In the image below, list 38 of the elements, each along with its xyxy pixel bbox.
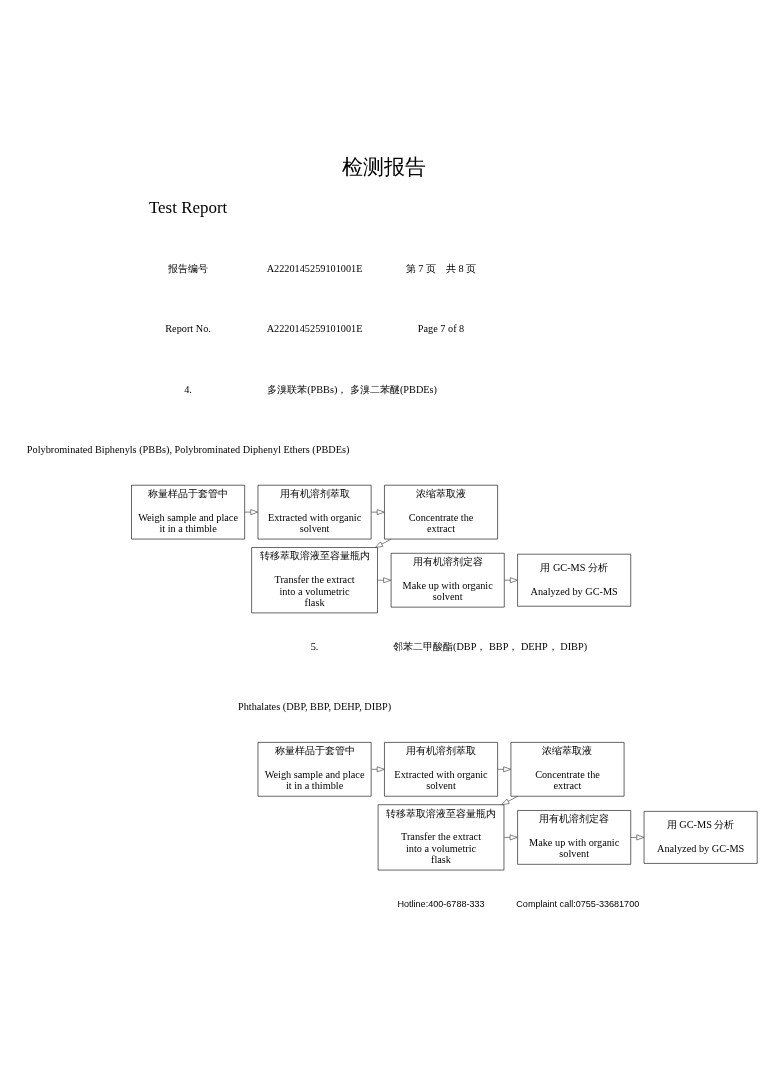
arrow: [630, 834, 645, 841]
label: Hotline:400-6788-333: [397, 898, 485, 909]
node-box: 转移萃取溶液至容量瓶内 Transfer the extract into a volumetric flask: [251, 547, 378, 614]
label: 4.: [184, 383, 192, 395]
label: 报告编号: [168, 262, 209, 274]
label: A2220145259101001E: [266, 323, 363, 335]
label: 多溴联苯(PBBs)， 多溴二苯醚(PBDEs): [267, 383, 438, 395]
node-box: 称量样品于套管中 Weigh sample and place it in a thimble: [257, 742, 372, 797]
node-box: 用 GC-MS 分析 Analyzed by GC-MS: [517, 553, 632, 607]
diagram-title: 检测报告: [342, 156, 426, 179]
node-box: 用 GC-MS 分析 Analyzed by GC-MS: [643, 811, 758, 864]
label: Complaint call:0755-33681700: [516, 898, 640, 909]
arrow: [497, 766, 512, 773]
node-box: 用有机溶剂萃取 Extracted with organic solvent: [384, 742, 498, 797]
label: Phthalates (DBP, BBP, DEHP, DIBP): [237, 701, 392, 713]
label: Report No.: [165, 323, 211, 335]
arrow: [371, 766, 385, 773]
label: 5.: [310, 640, 319, 652]
arrow: [503, 834, 518, 841]
node-box: 浓缩萃取液 Concentrate the extract: [510, 742, 625, 797]
label: 第 7 页 共 8 页: [405, 262, 477, 274]
arrow: [377, 577, 392, 584]
label: 邻苯二甲酸酯(DBP， BBP， DEHP， DIBP): [392, 640, 588, 652]
arrow: [244, 509, 259, 516]
node-box: 转移萃取溶液至容量瓶内 Transfer the extract into a volumetric flask: [377, 804, 505, 871]
label: Page 7 of 8: [417, 323, 465, 335]
label: A2220145259101001E: [266, 262, 363, 274]
label: Polybrominated Biphenyls (PBBs), Polybrominated Diphenyl Ethers (PBDEs): [26, 444, 350, 456]
node-box: 用有机溶剂定容 Make up with organic solvent: [517, 810, 632, 865]
arrow: [374, 538, 392, 548]
node-box: 用有机溶剂定容 Make up with organic solvent: [390, 553, 505, 608]
arrow: [501, 795, 519, 806]
node-box: 用有机溶剂萃取 Extracted with organic solvent: [257, 484, 372, 540]
arrow: [371, 509, 385, 516]
label: Test Report: [148, 197, 228, 217]
node-box: 称量样品于套管中 Weigh sample and place it in a thimble: [131, 484, 245, 540]
node-box: 浓缩萃取液 Concentrate the extract: [384, 484, 498, 540]
arrow: [504, 577, 518, 584]
